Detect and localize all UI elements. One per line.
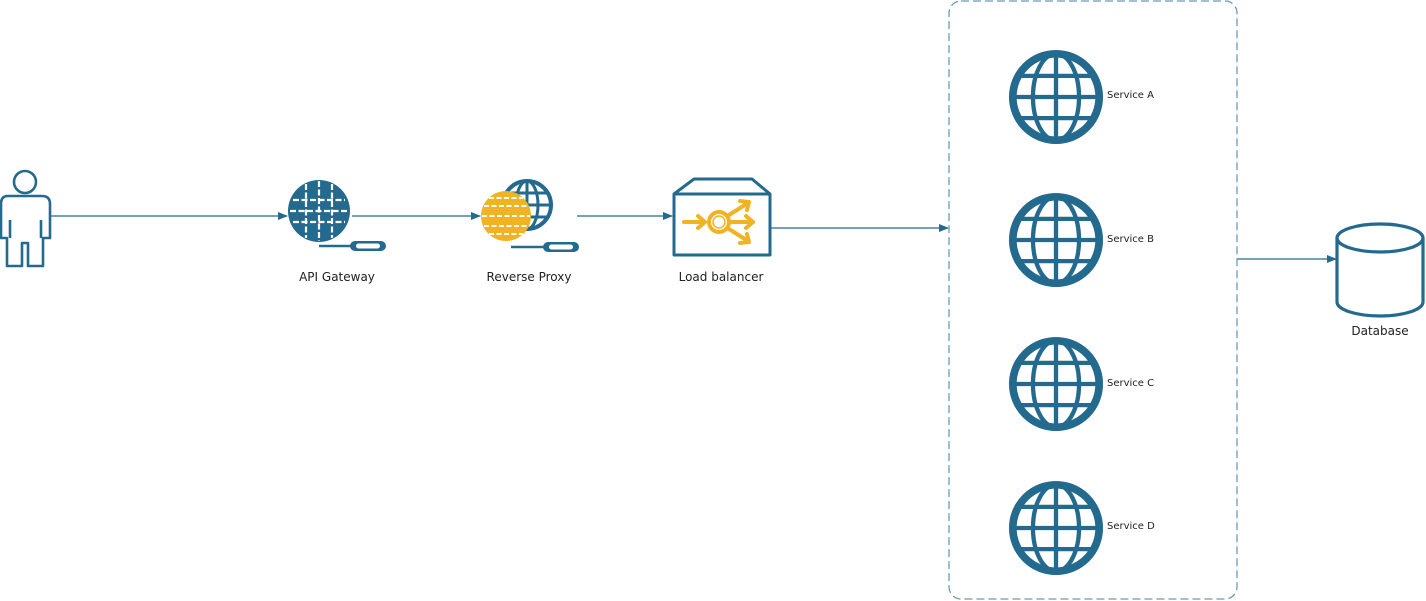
services-group-container [948,0,1238,600]
person-icon[interactable] [0,169,52,268]
service-a-label: Service A [1107,90,1154,101]
api-gateway-node[interactable] [288,180,386,251]
service-d-label: Service D [1107,521,1155,532]
key-icon [319,241,386,251]
reverse-proxy-node[interactable] [481,179,579,252]
database-icon [1335,222,1425,318]
load-balancer-icon [672,177,772,257]
globe-icon [1013,341,1099,427]
globe-icon [288,180,350,242]
service-d-node[interactable] [1013,485,1099,571]
load-balancer-node[interactable] [672,177,772,257]
service-c-label: Service C [1107,378,1155,389]
globe-accent-icon [481,191,531,241]
globe-icon [1013,485,1099,571]
service-b-node[interactable] [1013,197,1099,283]
reverse-proxy-label: Reverse Proxy [486,270,572,284]
database-label: Database [1351,324,1409,338]
api-gateway-label: API Gateway [299,270,375,284]
service-b-label: Service B [1107,234,1154,245]
globe-icon [1013,197,1099,283]
service-c-node[interactable] [1013,341,1099,427]
load-balancer-label: Load balancer [678,270,764,284]
globe-icon [1013,54,1099,140]
key-icon [511,242,579,252]
service-a-node[interactable] [1013,54,1099,140]
database-node[interactable] [1335,222,1425,318]
